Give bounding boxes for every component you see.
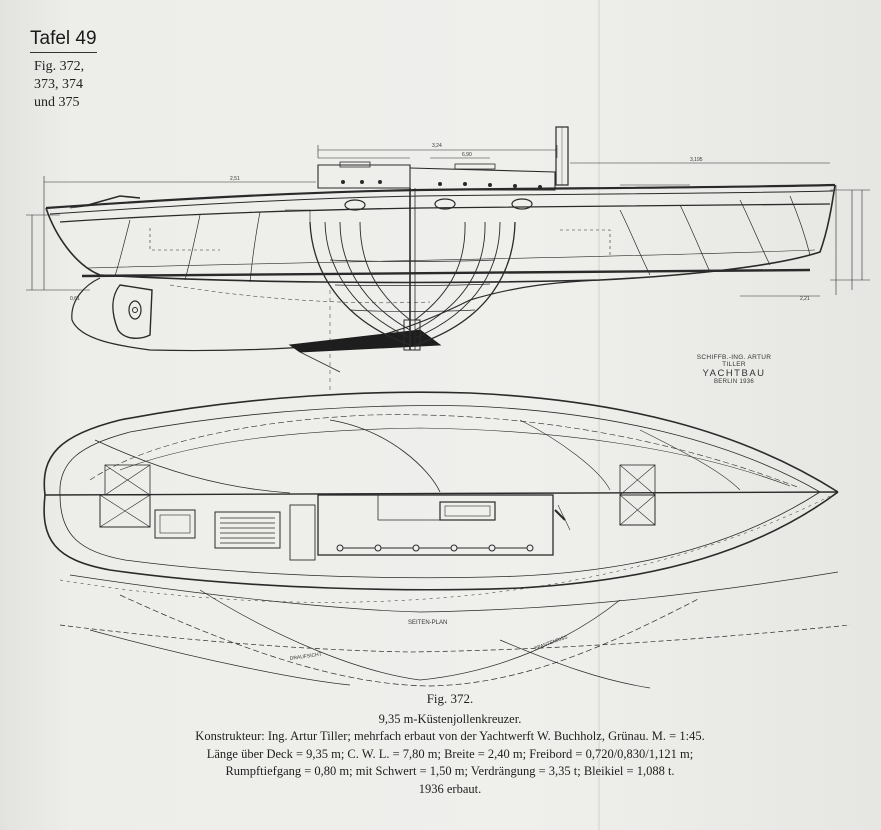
- side-profile: [26, 126, 870, 390]
- figure-caption: Fig. 372. 9,35 m-Küstenjollenkreuzer. Ko…: [150, 690, 750, 798]
- plan-view: [43, 391, 839, 603]
- caption-year: 1936 erbaut.: [418, 781, 482, 796]
- curve-label-b: SPANTENRISS: [534, 634, 569, 652]
- dim-label-left: 2,51: [230, 176, 240, 182]
- dim-label-right: 3,195: [690, 157, 703, 163]
- hull-drawing: 3,24 6,90 2,51 3,195 0,61 2,21 SEITEN-PL…: [26, 126, 870, 689]
- dim-label-fwd: 2,21: [800, 296, 810, 302]
- caption-designer: Konstrukteur: Ing. Artur Tiller; mehrfac…: [195, 729, 705, 743]
- stamp-line-1: SCHIFFB.-ING. ARTUR TILLER: [696, 354, 772, 368]
- dim-label-top: 3,24: [432, 143, 442, 149]
- caption-dimensions: Länge über Deck = 9,35 m; C. W. L. = 7,8…: [206, 746, 694, 761]
- dim-label-mid: 6,90: [462, 152, 472, 158]
- caption-title: 9,35 m-Küstenjollenkreuzer.: [378, 711, 522, 726]
- caption-figure-number: Fig. 372.: [426, 691, 474, 706]
- dim-label-aft: 0,61: [70, 296, 80, 302]
- stamp-line-3: BERLIN 1936: [714, 379, 754, 385]
- dimension-labels: 3,24 6,90 2,51 3,195 0,61 2,21 SEITEN-PL…: [70, 143, 810, 662]
- fig-ref-line-2: 373, 374: [34, 77, 83, 92]
- page-fold: [598, 0, 600, 830]
- fig-ref-line-1: Fig. 372,: [34, 59, 85, 74]
- lines-curves: [59, 571, 851, 689]
- sail-plan-label: SEITEN-PLAN: [408, 620, 447, 626]
- designer-stamp: SCHIFFB.-ING. ARTUR TILLER YACHTBAU BERL…: [684, 354, 784, 385]
- stamp-line-2: YACHTBAU: [702, 368, 766, 379]
- plate-title: Tafel 49: [30, 28, 97, 53]
- curve-label-a: DRAUFSICHT: [289, 652, 322, 662]
- fig-ref-line-3: und 375: [34, 95, 80, 110]
- caption-draft: Rumpftiefgang = 0,80 m; mit Schwert = 1,…: [225, 764, 675, 778]
- figure-references: Fig. 372, 373, 374 und 375: [34, 58, 104, 112]
